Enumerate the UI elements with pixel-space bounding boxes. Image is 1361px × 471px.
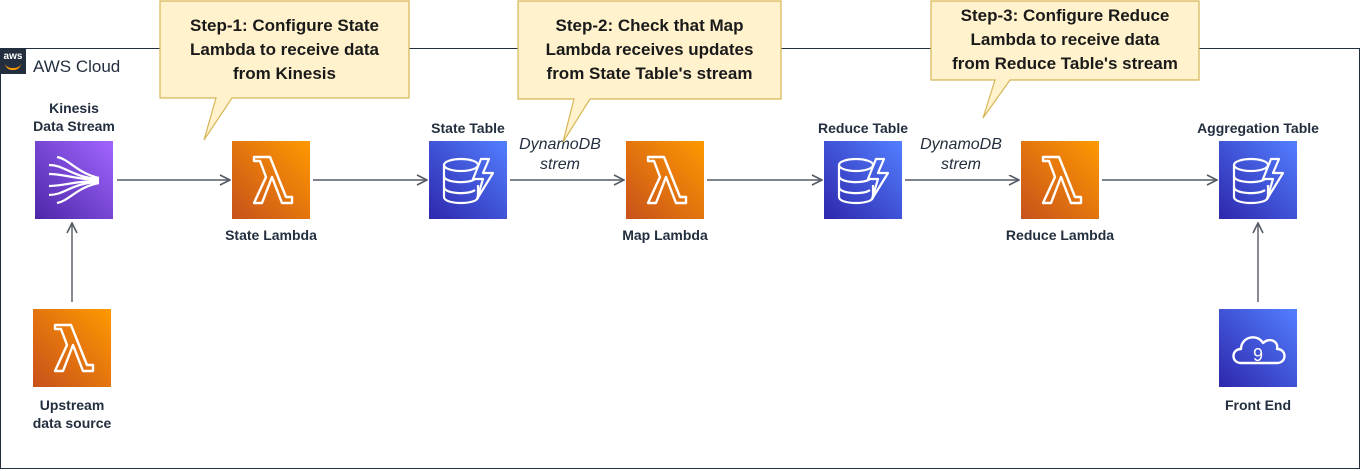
front-end-label: Front End — [1224, 397, 1292, 413]
callout-step2-shape — [517, 0, 782, 143]
callout-step2-line: Lambda receives updates — [545, 40, 754, 59]
edge-label-dynamodb-stream-1: DynamoDB strem — [510, 135, 610, 175]
upstream-label: Upstream data source — [12, 396, 132, 432]
callout-step3-line: Lambda to receive data — [970, 30, 1160, 49]
kinesis-data-streams-icon — [35, 141, 113, 219]
aggregation-table-dynamodb-icon — [1219, 141, 1297, 219]
callout-step1: Step-1: Configure State Lambda to receiv… — [160, 14, 409, 86]
upstream-label-line: Upstream — [39, 397, 105, 413]
edge-label-dynamodb-stream-2: DynamoDB strem — [908, 135, 1014, 175]
callout-step3: Step-3: Configure Reduce Lambda to recei… — [931, 4, 1199, 76]
state-table-label: State Table — [431, 120, 505, 136]
reduce-lambda-icon — [1021, 141, 1099, 219]
upstream-label-line: data source — [32, 415, 112, 431]
state-lambda-label: State Lambda — [225, 227, 317, 243]
kinesis-label-line: Kinesis — [49, 100, 99, 116]
callout-step1-line: from Kinesis — [233, 64, 336, 83]
map-lambda-icon — [626, 141, 704, 219]
kinesis-label-line: Data Stream — [33, 118, 115, 134]
callout-step1-shape — [159, 0, 410, 141]
state-table-dynamodb-icon — [429, 141, 507, 219]
callout-step2-line: from State Table's stream — [546, 64, 753, 83]
edge-label-line: strem — [941, 156, 981, 173]
aws-cloud-label: AWS Cloud — [33, 57, 121, 76]
callout-step3-shape — [930, 0, 1200, 119]
upstream-lambda-icon — [33, 309, 111, 387]
reduce-table-label: Reduce Table — [818, 120, 908, 136]
svg-text:9: 9 — [1253, 345, 1263, 365]
edge-label-line: strem — [540, 156, 580, 173]
callout-step1-line: Step-1: Configure State — [190, 16, 379, 35]
edge-label-line: DynamoDB — [920, 136, 1002, 153]
aws-logo-icon: aws — [0, 48, 26, 74]
callout-step2: Step-2: Check that Map Lambda receives u… — [518, 14, 781, 86]
callout-step3-line: Step-3: Configure Reduce — [960, 6, 1170, 25]
kinesis-label: Kinesis Data Stream — [22, 99, 126, 135]
callout-step2-line: Step-2: Check that Map — [555, 16, 744, 35]
edge-label-line: DynamoDB — [519, 136, 601, 153]
reduce-lambda-label: Reduce Lambda — [1005, 227, 1115, 243]
reduce-table-dynamodb-icon — [824, 141, 902, 219]
callout-step3-line: from Reduce Table's stream — [952, 54, 1178, 73]
callout-step1-line: Lambda to receive data — [190, 40, 379, 59]
state-lambda-icon — [232, 141, 310, 219]
map-lambda-label: Map Lambda — [622, 227, 708, 243]
aggregation-table-label: Aggregation Table — [1197, 120, 1319, 136]
front-end-cloud9-icon: 9 — [1219, 309, 1297, 387]
